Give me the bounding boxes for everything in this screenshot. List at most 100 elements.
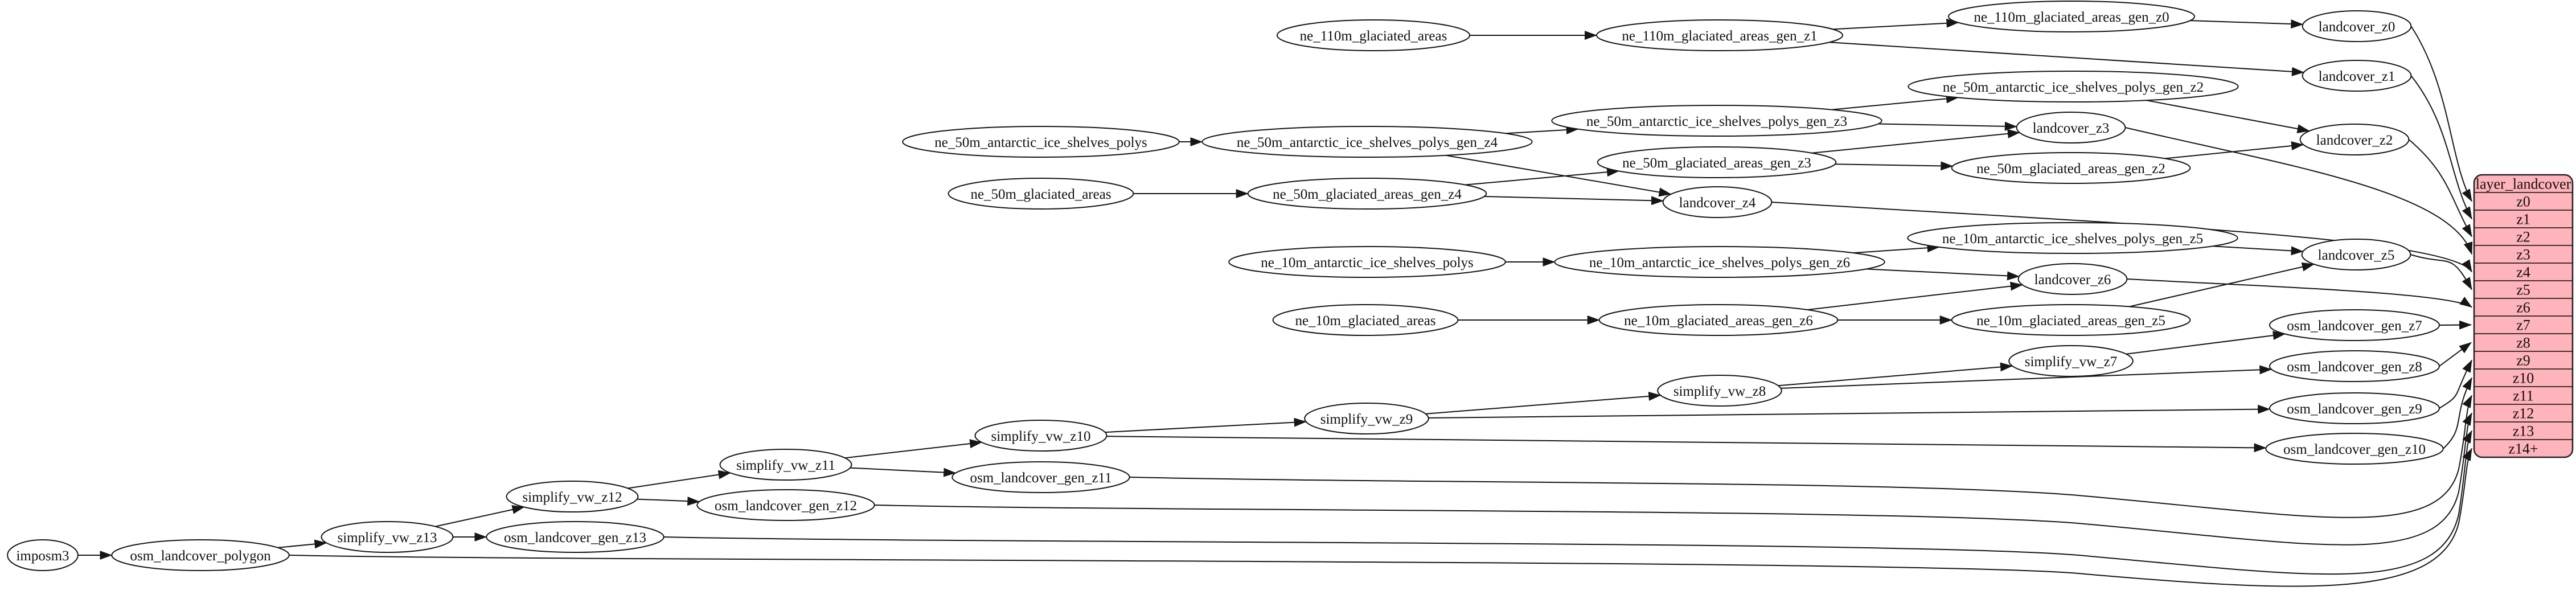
node-ne-110m-glaciated-areas-gen-z1: ne_110m_glaciated_areas_gen_z1 [1596, 19, 1843, 51]
node-label-osm-landcover-gen-z13: osm_landcover_gen_z13 [504, 530, 646, 546]
node-osm-landcover-polygon: osm_landcover_polygon [111, 539, 290, 571]
node-ellipse-osm-landcover-polygon [111, 539, 290, 571]
node-label-osm-landcover-polygon: osm_landcover_polygon [130, 548, 271, 564]
edge-simplify-vw-z12-to-osm-landcover-gen-z12 [637, 497, 700, 506]
node-ellipse-ne-10m-antarctic-ice-shelves-polys [1228, 246, 1506, 278]
node-ne-50m-antarctic-ice-shelves-polys-gen-z3: ne_50m_antarctic_ice_shelves_polys_gen_z… [1551, 105, 1882, 137]
edge-simplify-vw-z7-to-osm-landcover-gen-z7 [2126, 331, 2286, 355]
edge-osm-landcover-gen-z13-to-row-z13 [663, 430, 2472, 575]
node-label-ne-10m-glaciated-areas: ne_10m_glaciated_areas [1295, 313, 1435, 329]
edge-simplify-vw-z8-to-osm-landcover-gen-z8 [1781, 365, 2273, 389]
node-ellipse-ne-50m-glaciated-areas [947, 178, 1134, 210]
node-simplify-vw-z10: simplify_vw_z10 [974, 420, 1107, 452]
edge-ne-50m-antarctic-ice-shelves-polys-gen-z4-to-landcover-z4 [1445, 154, 1672, 197]
edge-osm-landcover-gen-z11-to-row-z11 [1129, 395, 2472, 518]
node-ellipse-simplify-vw-z12 [506, 481, 639, 512]
node-label-landcover-z4: landcover_z4 [1679, 195, 1756, 211]
node-ellipse-ne-50m-antarctic-ice-shelves-polys-gen-z4 [1201, 126, 1533, 158]
node-ellipse-ne-110m-glaciated-areas-gen-z0 [1948, 1, 2195, 32]
node-label-landcover-z2: landcover_z2 [2316, 133, 2393, 148]
edge-ne-50m-glaciated-areas-gen-z3-to-landcover-z3 [1811, 129, 2020, 154]
edge-ne-50m-glaciated-areas-gen-z4-to-ne-50m-glaciated-areas-gen-z3 [1465, 167, 1620, 186]
layer-table-title: layer_landcover [2476, 176, 2571, 192]
node-label-landcover-z0: landcover_z0 [2319, 19, 2395, 35]
edge-ne-10m-antarctic-ice-shelves-polys-gen-z6-to-landcover-z6 [1866, 268, 2020, 281]
node-ne-10m-glaciated-areas-gen-z5: ne_10m_glaciated_areas_gen_z5 [1951, 304, 2191, 336]
edge-osm-landcover-gen-z7-to-row-z7 [2439, 320, 2472, 330]
table-row-z5: z5 [2516, 282, 2530, 298]
node-ellipse-landcover-z6 [2017, 263, 2128, 295]
edge-ne-10m-antarctic-ice-shelves-polys-gen-z6-to-ne-10m-antarctic-ice-shelves-polys-gen-z5 [1853, 243, 1940, 254]
node-ellipse-osm-landcover-gen-z7 [2269, 309, 2440, 341]
node-ellipse-osm-landcover-gen-z9 [2269, 392, 2440, 424]
edge-osm-landcover-gen-z10-to-row-z10 [2443, 377, 2472, 449]
node-label-osm-landcover-gen-z11: osm_landcover_gen_z11 [970, 470, 1112, 486]
node-landcover-z1: landcover_z1 [2302, 60, 2412, 92]
node-osm-landcover-gen-z10: osm_landcover_gen_z10 [2265, 433, 2444, 465]
node-label-simplify-vw-z11: simplify_vw_z11 [736, 458, 835, 473]
node-ellipse-osm-landcover-gen-z11 [951, 461, 1130, 493]
node-ne-50m-glaciated-areas: ne_50m_glaciated_areas [947, 178, 1134, 210]
node-osm-landcover-gen-z11: osm_landcover_gen_z11 [951, 461, 1130, 493]
node-simplify-vw-z12: simplify_vw_z12 [506, 481, 639, 512]
edge-landcover-z1-to-row-z1 [2410, 75, 2472, 220]
node-ellipse-ne-10m-glaciated-areas-gen-z5 [1951, 304, 2191, 336]
node-ellipse-landcover-z4 [1662, 186, 1773, 218]
layer-landcover-table: layer_landcoverz0z1z2z3z4z5z6z7z8z9z10z1… [2473, 174, 2574, 458]
node-label-landcover-z3: landcover_z3 [2033, 121, 2110, 136]
node-ellipse-ne-50m-glaciated-areas-gen-z4 [1247, 178, 1487, 210]
edge-simplify-vw-z10-to-simplify-vw-z9 [1105, 417, 1307, 433]
edge-ne-110m-glaciated-areas-gen-z0-to-landcover-z0 [2190, 19, 2304, 29]
node-label-imposm3: imposm3 [16, 548, 69, 564]
node-ne-10m-glaciated-areas: ne_10m_glaciated_areas [1272, 304, 1459, 336]
node-label-ne-50m-glaciated-areas-gen-z2: ne_50m_glaciated_areas_gen_z2 [1976, 161, 2165, 177]
edge-simplify-vw-z10-to-osm-landcover-gen-z10 [1106, 436, 2267, 453]
edge-landcover-z5-to-row-z5 [2410, 254, 2472, 290]
node-ellipse-ne-110m-glaciated-areas [1276, 19, 1471, 51]
node-label-ne-10m-antarctic-ice-shelves-polys-gen-z6: ne_10m_antarctic_ice_shelves_polys_gen_z… [1589, 255, 1850, 270]
node-label-simplify-vw-z12: simplify_vw_z12 [523, 490, 622, 505]
node-label-ne-10m-glaciated-areas-gen-z5: ne_10m_glaciated_areas_gen_z5 [1976, 313, 2165, 329]
node-ellipse-simplify-vw-z13 [321, 521, 454, 553]
edge-ne-110m-glaciated-areas-gen-z1-to-ne-110m-glaciated-areas-gen-z0 [1832, 18, 1959, 30]
edge-landcover-z3-to-row-z3 [2125, 127, 2473, 255]
node-ellipse-simplify-vw-z10 [974, 420, 1107, 452]
edge-osm-landcover-gen-z8-to-row-z8 [2439, 342, 2472, 367]
node-osm-landcover-gen-z13: osm_landcover_gen_z13 [486, 521, 664, 553]
node-label-osm-landcover-gen-z8: osm_landcover_gen_z8 [2287, 359, 2422, 375]
node-label-osm-landcover-gen-z10: osm_landcover_gen_z10 [2283, 442, 2426, 457]
node-ellipse-simplify-vw-z9 [1304, 403, 1429, 434]
node-ellipse-simplify-vw-z8 [1657, 375, 1782, 407]
node-ellipse-simplify-vw-z11 [719, 449, 852, 481]
node-osm-landcover-gen-z8: osm_landcover_gen_z8 [2269, 350, 2440, 382]
table-row-z11: z11 [2513, 388, 2534, 404]
node-ne-50m-glaciated-areas-gen-z2: ne_50m_glaciated_areas_gen_z2 [1951, 152, 2191, 184]
node-ne-50m-antarctic-ice-shelves-polys: ne_50m_antarctic_ice_shelves_polys [902, 126, 1180, 158]
node-label-ne-50m-antarctic-ice-shelves-polys-gen-z4: ne_50m_antarctic_ice_shelves_polys_gen_z… [1237, 135, 1498, 150]
node-label-landcover-z6: landcover_z6 [2034, 272, 2111, 288]
edge-ne-10m-glaciated-areas-gen-z6-to-landcover-z6 [1807, 281, 2023, 310]
node-osm-landcover-gen-z7: osm_landcover_gen_z7 [2269, 309, 2440, 341]
node-label-simplify-vw-z9: simplify_vw_z9 [1320, 412, 1413, 427]
edge-ne-50m-antarctic-ice-shelves-polys-gen-z3-to-landcover-z3 [1878, 121, 2017, 131]
node-ne-10m-glaciated-areas-gen-z6: ne_10m_glaciated_areas_gen_z6 [1598, 304, 1839, 336]
edge-ne-50m-glaciated-areas-gen-z3-to-ne-50m-glaciated-areas-gen-z2 [1835, 161, 1954, 171]
edge-landcover-z4-to-row-z4 [1771, 202, 2472, 273]
node-ellipse-landcover-z0 [2302, 10, 2412, 42]
edge-simplify-vw-z8-to-simplify-vw-z7 [1778, 362, 2013, 387]
table-row-z4: z4 [2516, 264, 2530, 281]
node-ne-50m-glaciated-areas-gen-z3: ne_50m_glaciated_areas_gen_z3 [1597, 146, 1837, 178]
node-ne-50m-glaciated-areas-gen-z4: ne_50m_glaciated_areas_gen_z4 [1247, 178, 1487, 210]
node-ne-110m-glaciated-areas: ne_110m_glaciated_areas [1276, 19, 1471, 51]
table-row-z7: z7 [2516, 317, 2530, 334]
edge-osm-landcover-polygon-to-simplify-vw-z13 [277, 539, 327, 549]
edge-osm-landcover-gen-z9-to-row-z9 [2439, 359, 2472, 409]
table-row-z0: z0 [2516, 194, 2530, 210]
table-row-z3: z3 [2516, 247, 2530, 263]
node-ellipse-ne-50m-antarctic-ice-shelves-polys-gen-z3 [1551, 105, 1882, 137]
table-row-z13: z13 [2513, 423, 2534, 440]
edge-landcover-z0-to-row-z0 [2410, 26, 2472, 202]
node-ellipse-ne-50m-antarctic-ice-shelves-polys-gen-z2 [1908, 71, 2239, 102]
edge-simplify-vw-z12-to-simplify-vw-z11 [627, 470, 731, 489]
